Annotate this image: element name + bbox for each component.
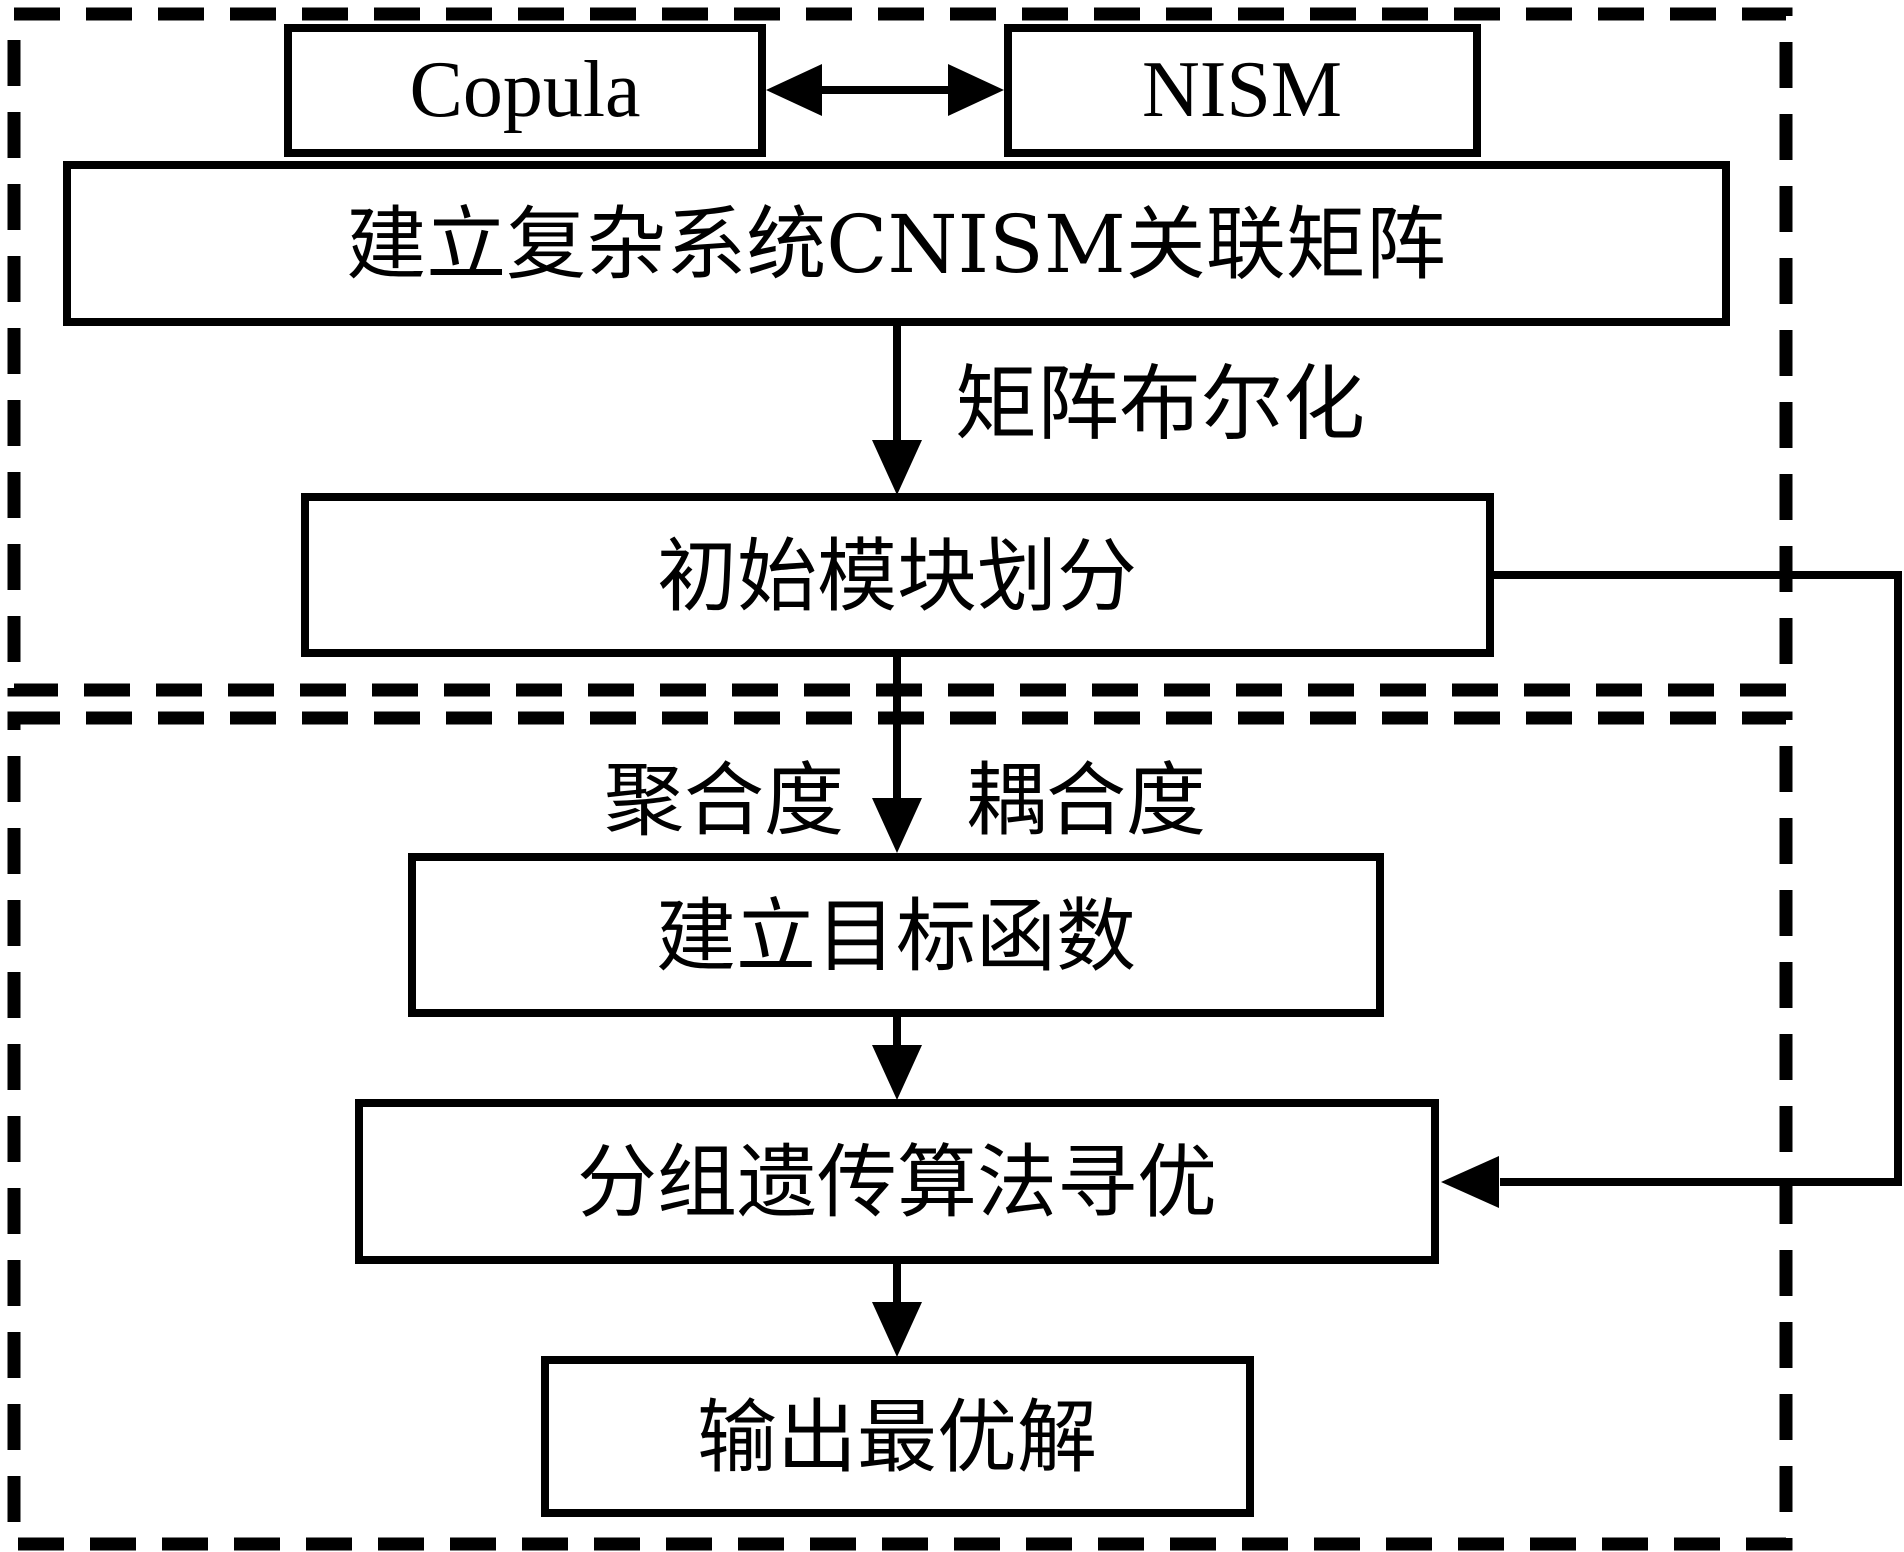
- copula-label: Copula: [409, 46, 640, 134]
- copula-nism-double-arrow: [766, 64, 1004, 116]
- genetic-algorithm-node: 分组遗传算法寻优: [355, 1099, 1439, 1264]
- arrow-objective-to-genetic: [872, 1015, 922, 1100]
- cnism-matrix-box: [63, 161, 1730, 326]
- feedback-connector: [1441, 571, 1902, 1208]
- output-solution-node: 输出最优解: [541, 1356, 1254, 1517]
- initial-module-box: [301, 493, 1494, 657]
- feedback-arrowhead-left-icon: [1441, 1156, 1499, 1208]
- arrow-initial-to-objective: [872, 655, 922, 853]
- initial-module-node: 初始模块划分: [301, 493, 1494, 657]
- objective-function-label: 建立目标函数: [656, 890, 1136, 983]
- matrix-boolean-edge-label: 矩阵布尔化: [955, 357, 1365, 452]
- genetic-algorithm-label: 分组遗传算法寻优: [577, 1136, 1217, 1229]
- cohesion-edge-label: 聚合度: [604, 754, 844, 847]
- objective-function-node: 建立目标函数: [408, 853, 1384, 1017]
- arrow-down-icon: [872, 1302, 922, 1357]
- cnism-matrix-node: 建立复杂系统CNISM关联矩阵: [63, 161, 1730, 326]
- nism-box: [1004, 24, 1481, 157]
- double-arrow-head-right-icon: [948, 64, 1004, 116]
- double-arrow-head-left-icon: [766, 64, 822, 116]
- objective-function-box: [408, 853, 1384, 1017]
- arrow-genetic-to-output: [872, 1262, 922, 1357]
- initial-module-label: 初始模块划分: [657, 530, 1137, 623]
- output-solution-box: [541, 1356, 1254, 1517]
- feedback-line: [1494, 571, 1902, 1186]
- output-solution-label: 输出最优解: [697, 1391, 1097, 1484]
- copula-box: [284, 24, 766, 157]
- arrow-cnism-to-initial: [872, 326, 922, 495]
- coupling-edge-label: 耦合度: [966, 754, 1206, 847]
- copula-node: Copula: [284, 24, 766, 157]
- cnism-matrix-label: 建立复杂系统CNISM关联矩阵: [346, 198, 1446, 291]
- nism-node: NISM: [1004, 24, 1481, 157]
- arrow-down-icon: [872, 798, 922, 853]
- genetic-algorithm-box: [355, 1099, 1439, 1264]
- arrow-down-icon: [872, 1045, 922, 1100]
- nism-label: NISM: [1142, 46, 1342, 134]
- arrow-down-icon: [872, 440, 922, 495]
